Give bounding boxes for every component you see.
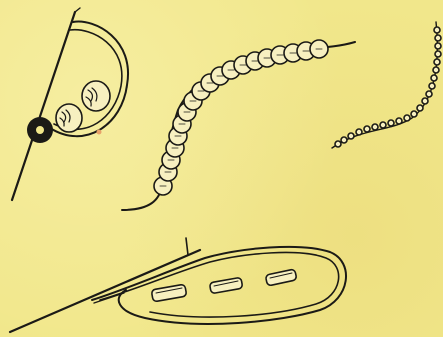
- accent-spot: [97, 130, 102, 135]
- sequin-2: [82, 81, 110, 111]
- chain-of-small-beads: [332, 22, 441, 148]
- needle-with-two-sequins: [12, 8, 128, 200]
- bead-strand-on-thread: [122, 40, 355, 210]
- needle-with-bugle-beads: [10, 238, 346, 332]
